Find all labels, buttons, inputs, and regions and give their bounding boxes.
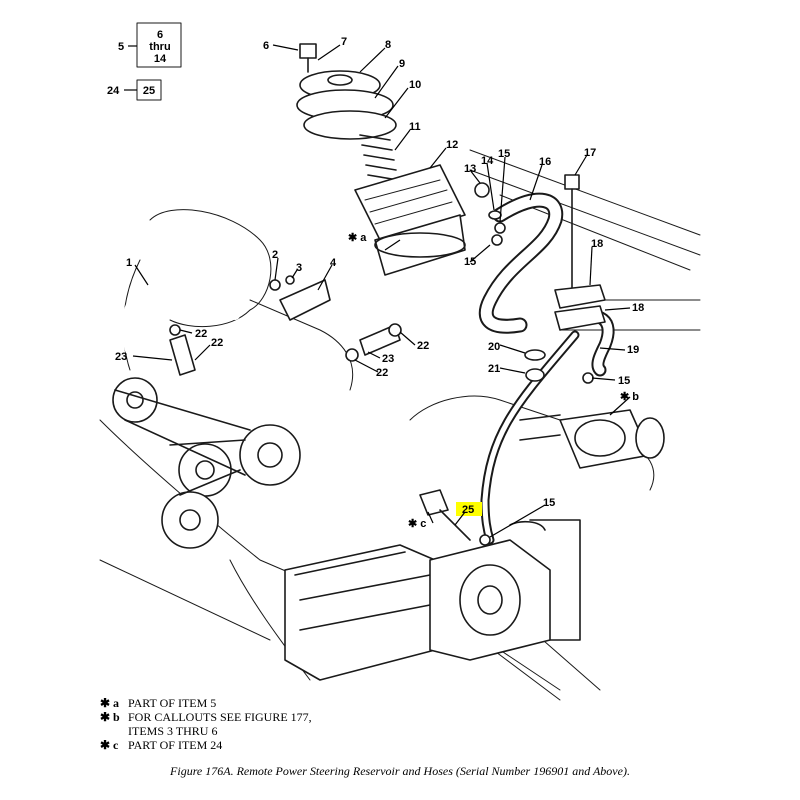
note-c-mark: ✱ c: [100, 738, 119, 752]
callout-23-left: 23: [115, 351, 127, 363]
spring: [359, 134, 399, 181]
note-a-mark: ✱ a: [100, 696, 120, 710]
note-a-text: PART OF ITEM 5: [128, 696, 217, 710]
note-c-text: PART OF ITEM 24: [128, 738, 223, 752]
callout-star-c: ✱ c: [408, 518, 426, 530]
nut-2: [269, 279, 281, 291]
note-c: ✱ c PART OF ITEM 24: [100, 738, 430, 752]
tube-23-left: [169, 334, 196, 376]
callout-box-6-thru-14: [136, 22, 182, 68]
clamp-22-left: [169, 324, 181, 336]
mount-hardware: [474, 174, 606, 546]
callout-3: 3: [296, 262, 302, 274]
reservoir-cap-stack: [296, 43, 466, 276]
callout-5: 5: [118, 41, 124, 53]
callout-leaders: [132, 44, 631, 538]
callout-24: 24: [107, 85, 120, 97]
clamp-22-lower: [345, 348, 359, 362]
clamp-15-right: [582, 372, 594, 384]
fitting-14: [488, 210, 502, 220]
callout-22-right: 22: [417, 340, 429, 352]
pulley-idler: [178, 443, 232, 497]
cap-13: [474, 182, 490, 198]
pulley-center: [239, 424, 301, 486]
note-b-mark: ✱ b: [100, 710, 120, 724]
pump-housing: [429, 539, 551, 661]
callout-25-highlight: [456, 502, 482, 516]
hose-1: [121, 284, 240, 355]
bracket-4: [279, 279, 331, 321]
box-label-small: 25: [143, 85, 155, 97]
callout-18-top: 18: [591, 238, 603, 250]
callout-15-top: 15: [498, 148, 510, 160]
callout-17: 17: [584, 147, 596, 159]
clamp-15-middle: [491, 234, 503, 246]
callout-10: 10: [409, 79, 421, 91]
callout-box-group-5: 5 6 thru 14: [118, 22, 182, 68]
callout-labels: 6 7 8 9 10 11 12 13 14 15 16 17 18 18 19…: [115, 36, 644, 530]
note-b-text: FOR CALLOUTS SEE FIGURE 177,: [128, 710, 312, 724]
gasket-lower: [303, 110, 397, 140]
hose-16: [478, 192, 564, 334]
callout-22-left: 22: [195, 328, 207, 340]
callout-8: 8: [385, 39, 391, 51]
pulley-assembly: [112, 377, 301, 549]
callout-21: 21: [488, 363, 500, 375]
wing-nut: [299, 43, 317, 59]
callout-23-right: 23: [382, 353, 394, 365]
clamp-18-upper: [554, 284, 606, 309]
callout-22-mid: 22: [211, 337, 223, 349]
note-b-continued: ITEMS 3 THRU 6: [128, 724, 218, 738]
callout-16: 16: [539, 156, 551, 168]
callout-14: 14: [481, 155, 494, 167]
drive-belts: [114, 389, 251, 496]
box-label-middle: thru: [149, 41, 170, 53]
box-label-bottom: 14: [154, 53, 167, 65]
callout-15-bottom: 15: [543, 497, 555, 509]
callout-13: 13: [464, 163, 476, 175]
callout-4: 4: [330, 257, 337, 269]
callout-11: 11: [409, 121, 421, 133]
callout-9: 9: [399, 58, 405, 70]
callout-15-middle: 15: [464, 256, 476, 268]
box-label-top: 6: [157, 29, 163, 41]
nut-21: [525, 368, 545, 382]
callout-star-b: ✱ b: [620, 391, 639, 403]
callout-7: 7: [341, 36, 347, 48]
callout-25: 25: [462, 504, 474, 516]
reservoir-body: [374, 214, 466, 276]
callout-19: 19: [627, 344, 639, 356]
bolt-17: [564, 174, 580, 190]
clamp-22-right: [388, 323, 402, 337]
clamp-15-upper: [494, 222, 506, 234]
callout-22-lower: 22: [376, 367, 388, 379]
fitting-c: [419, 489, 449, 516]
callout-18-right: 18: [632, 302, 644, 314]
callout-15-right: 15: [618, 375, 630, 387]
callout-6: 6: [263, 40, 269, 52]
pulley-upper: [112, 377, 158, 423]
callout-box-group-24: 24 25: [107, 79, 162, 101]
callout-20: 20: [488, 341, 500, 353]
pump-b: [519, 409, 665, 469]
callout-star-a: ✱ a: [348, 232, 367, 244]
clamp-15-lower: [479, 534, 491, 546]
pulley-lower: [161, 491, 219, 549]
steering-gear-assembly: [284, 489, 581, 681]
gear-housing: [284, 544, 436, 681]
callout-12: 12: [446, 139, 458, 151]
footnotes: ✱ a PART OF ITEM 5 ✱ b FOR CALLOUTS SEE …: [100, 696, 430, 752]
washer-20: [524, 349, 546, 361]
figure-caption: Figure 176A. Remote Power Steering Reser…: [170, 764, 630, 778]
bracket-and-tubes: [169, 275, 402, 376]
callout-1: 1: [126, 257, 132, 269]
callout-2: 2: [272, 249, 278, 261]
clamp-18-lower: [554, 305, 606, 331]
note-b: ✱ b FOR CALLOUTS SEE FIGURE 177,: [100, 710, 430, 724]
note-a: ✱ a PART OF ITEM 5: [100, 696, 430, 710]
